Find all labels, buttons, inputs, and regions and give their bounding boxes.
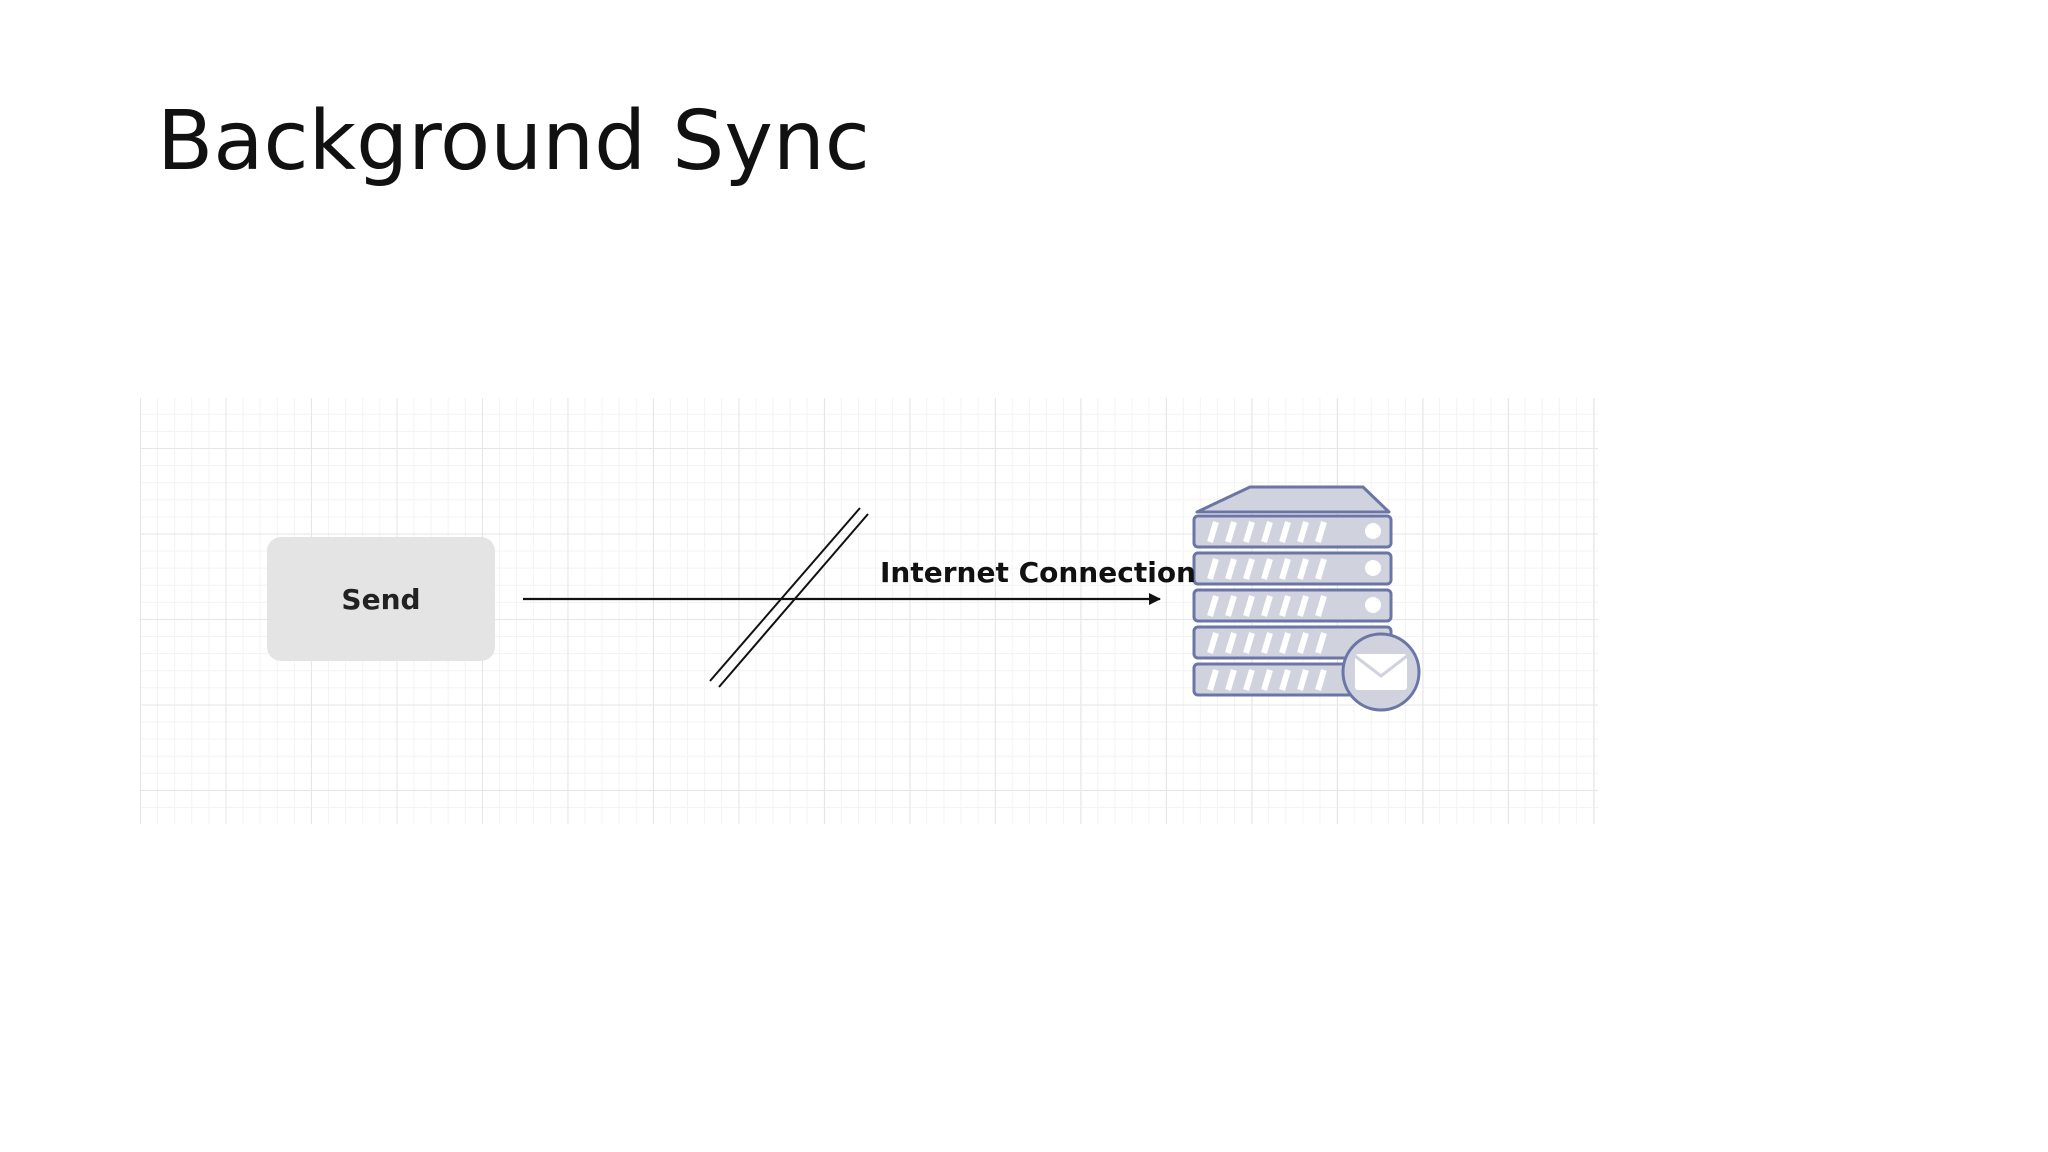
- send-button[interactable]: Send: [267, 537, 495, 661]
- slide-title: Background Sync: [157, 94, 870, 189]
- connection-label: Internet Connection: [880, 556, 1196, 589]
- send-label: Send: [341, 582, 421, 616]
- envelope-icon: [1341, 632, 1421, 712]
- connection-break-icon: [709, 507, 869, 688]
